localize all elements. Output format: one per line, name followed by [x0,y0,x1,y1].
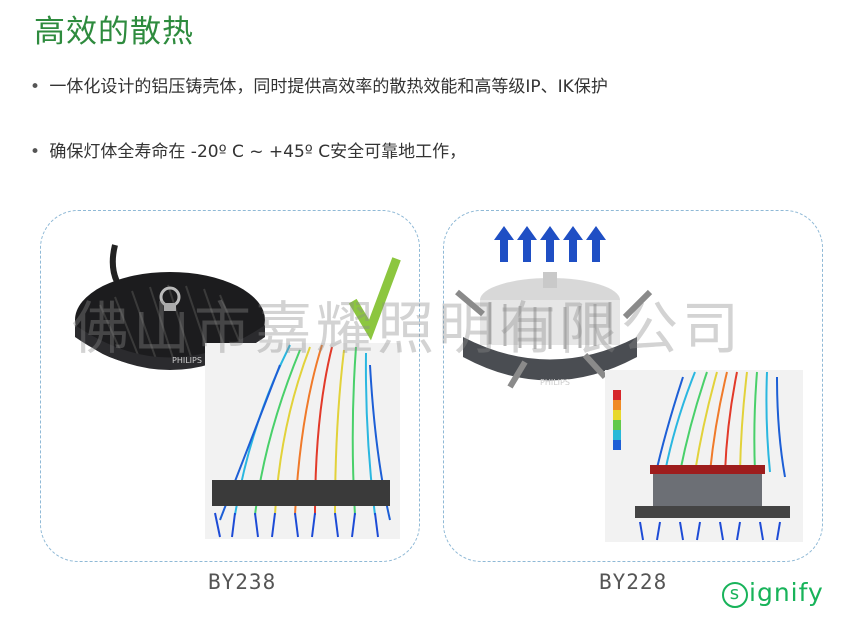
heatsink-top-shape [650,465,765,474]
bullet-dot: • [30,142,41,162]
by228-illustration: PHILIPS [455,226,803,542]
watermark-text: 佛山市嘉耀照明有限公司 [72,296,743,362]
check-icon [348,257,401,341]
lamp-brand-label: PHILIPS [540,378,570,387]
color-legend [613,390,621,450]
product-caption-by238: BY238 [208,570,277,594]
heatsink-shape [212,480,390,506]
by238-illustration: PHILIPS [75,244,401,539]
product-caption-by228: BY228 [599,570,668,594]
bullet-dot: • [30,77,41,97]
bullet-text-2: 确保灯体全寿命在 -20º C ~ +45º C安全可靠地工作， [49,142,467,162]
flow-lines [654,371,786,478]
heatsink-shape [653,474,762,506]
airflow-in-arrows [455,289,653,389]
page-title: 高效的散热 [34,14,194,50]
signify-logo-s: s [722,582,748,608]
airflow-up-arrows [494,226,606,262]
bullet-item-2: • 确保灯体全寿命在 -20º C ~ +45º C安全可靠地工作， [30,137,466,162]
bullet-item-1: • 一体化设计的铝压铸壳体，同时提供高效率的散热效能和高等级IP、IK保护 [30,72,608,97]
signify-logo-text: ignify [749,578,824,607]
bullet-text-1: 一体化设计的铝压铸壳体，同时提供高效率的散热效能和高等级IP、IK保护 [49,77,608,97]
lamp-brand-label: PHILIPS [172,356,202,365]
